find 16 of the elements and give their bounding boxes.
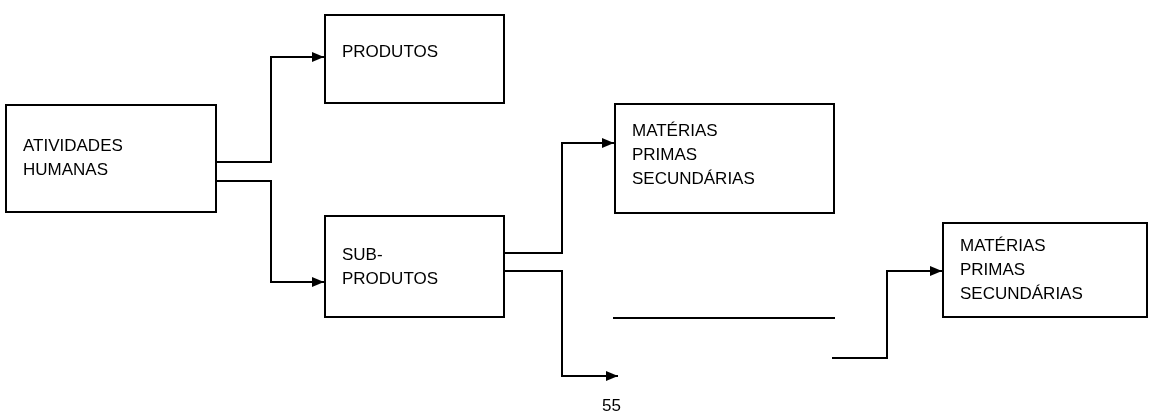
process-box <box>5 104 217 213</box>
arrow <box>504 138 615 254</box>
arrow <box>216 180 325 287</box>
process-box <box>614 103 835 214</box>
box-label: MATÉRIAS PRIMAS SECUNDÁRIAS <box>632 120 756 190</box>
arrow <box>831 266 943 359</box>
process-box <box>324 14 505 104</box>
arrow <box>216 52 325 163</box>
page-number: 55 <box>602 396 621 416</box>
box-label: PRODUTOS <box>342 41 440 63</box>
box-label: SUB- PRODUTOS <box>342 244 440 290</box>
arrow <box>504 270 619 381</box>
process-box <box>942 222 1148 318</box>
box-label: ATIVIDADES HUMANAS <box>23 135 124 181</box>
box-label: MATÉRIAS PRIMAS SECUNDÁRIAS <box>960 235 1084 305</box>
process-box <box>324 215 505 318</box>
